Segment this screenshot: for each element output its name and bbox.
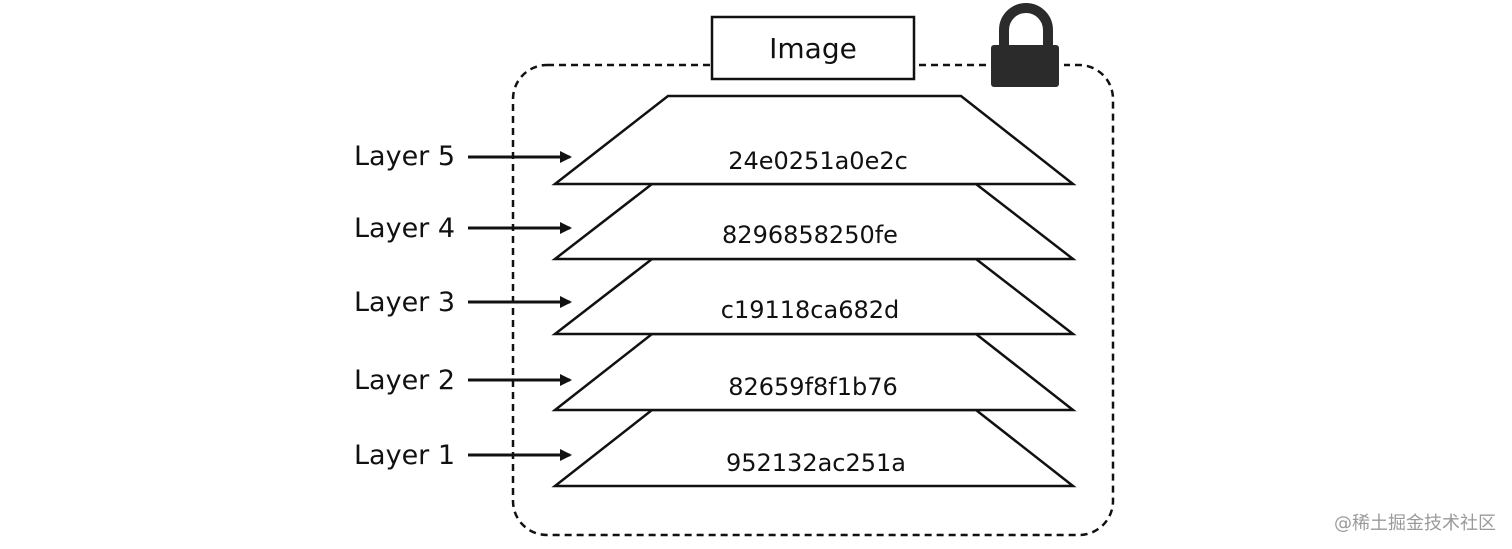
layer-2: 82659f8f1b76 Layer 2 xyxy=(354,332,1077,412)
layer-4: 8296858250fe Layer 4 xyxy=(354,182,1077,261)
layer-4-hash: 8296858250fe xyxy=(722,221,898,249)
layer-2-hash: 82659f8f1b76 xyxy=(728,373,898,401)
layer-2-label: Layer 2 xyxy=(354,365,455,396)
layer-3-label: Layer 3 xyxy=(354,287,455,318)
layer-1: 952132ac251a Layer 1 xyxy=(354,408,1077,488)
image-title-box: Image xyxy=(710,15,916,81)
lock-icon xyxy=(988,3,1064,95)
layer-5-label: Layer 5 xyxy=(354,141,455,172)
layer-1-label: Layer 1 xyxy=(354,440,455,471)
image-title: Image xyxy=(769,32,857,65)
layer-5: 24e0251a0e2c Layer 5 xyxy=(354,94,1077,186)
layer-5-hash: 24e0251a0e2c xyxy=(728,147,908,175)
layer-1-hash: 952132ac251a xyxy=(726,449,906,477)
watermark: @稀土掘金技术社区 xyxy=(1334,513,1496,534)
layer-5-slab xyxy=(551,94,1077,186)
layer-4-label: Layer 4 xyxy=(354,213,455,244)
layer-3: c19118ca682d Layer 3 xyxy=(354,257,1077,336)
layer-3-hash: c19118ca682d xyxy=(721,296,900,324)
